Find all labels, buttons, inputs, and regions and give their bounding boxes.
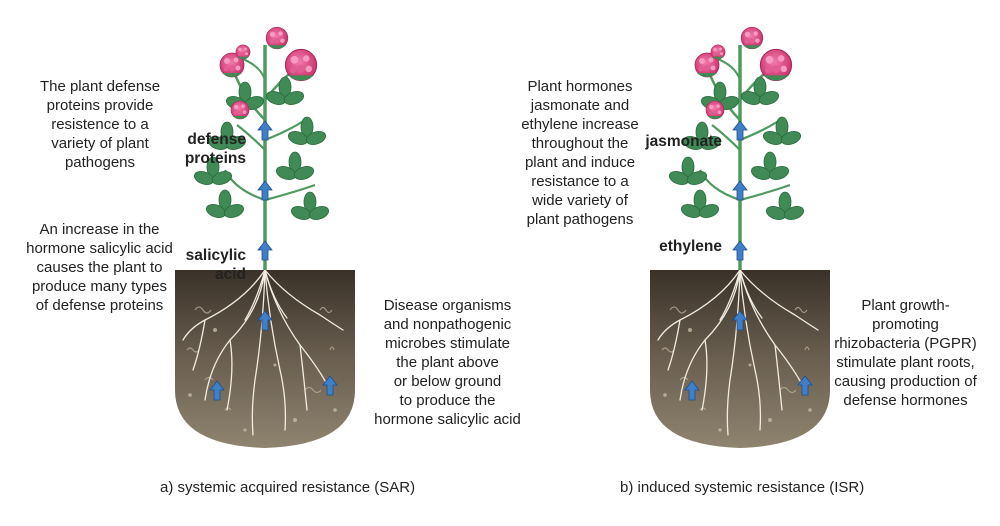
sar-note-right: Disease organisms and nonpathogenic micr… <box>374 297 521 428</box>
label-ethylene: ethylene <box>659 238 722 255</box>
plant-sar <box>175 27 355 448</box>
label-jasmonate: jasmonate <box>645 133 722 150</box>
label-salicylic-acid: salicylic acid <box>185 247 246 283</box>
caption-isr: b) induced systemic resistance (ISR) <box>620 479 865 496</box>
sar-note-top: The plant defense proteins provide resis… <box>39 78 161 171</box>
isr-note-top: Plant hormones jasmonate and ethylene in… <box>521 78 639 228</box>
isr-note-right: Plant growth- promoting rhizobacteria (P… <box>834 297 977 409</box>
sar-note-middle: An increase in the hormone salicylic aci… <box>26 221 173 314</box>
label-defense-proteins: defense proteins <box>184 131 246 167</box>
caption-sar: a) systemic acquired resistance (SAR) <box>160 479 416 496</box>
